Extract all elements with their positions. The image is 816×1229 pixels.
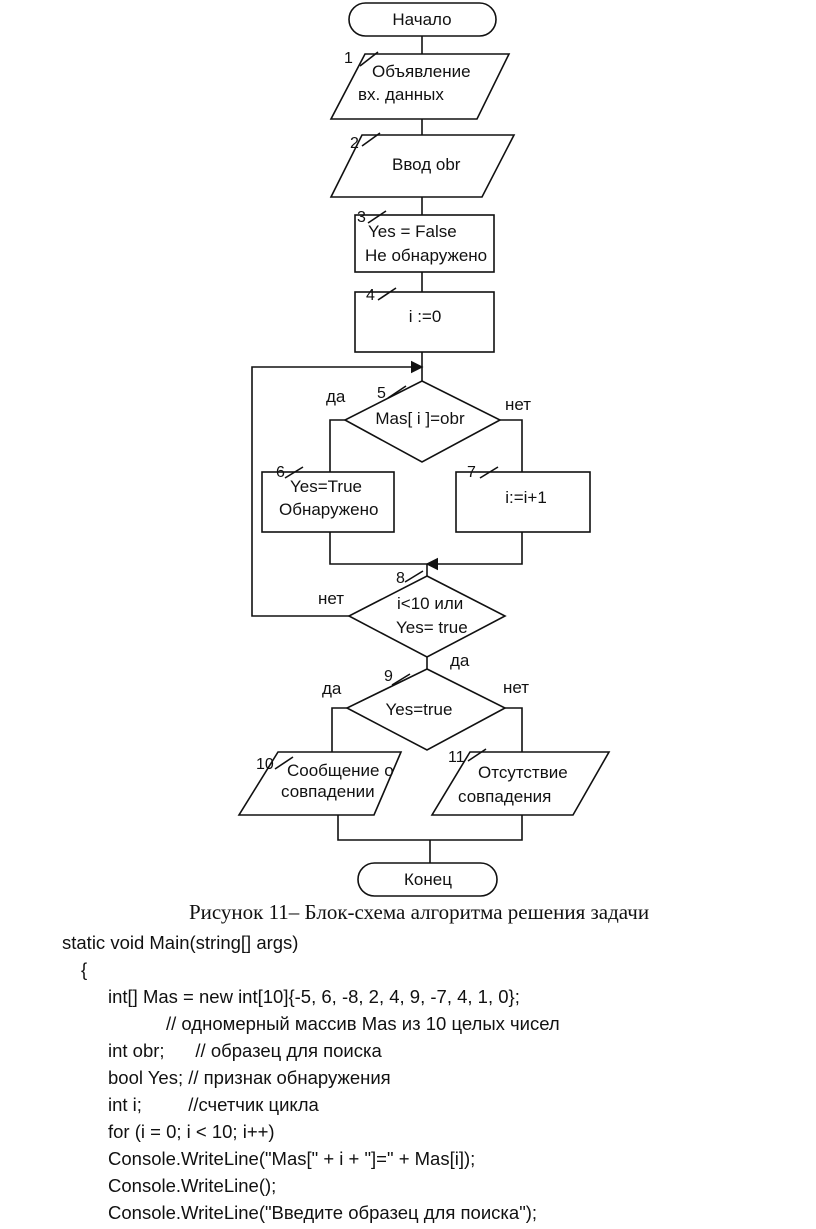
block-7-num: 7 xyxy=(467,464,476,481)
flowchart: Начало Конец 1 Объявление вх. данных 2 В… xyxy=(237,2,611,897)
block-2-line-1: Ввод obr xyxy=(392,155,461,174)
block-1-num: 1 xyxy=(344,50,353,67)
block-1-line-2: вх. данных xyxy=(358,85,444,104)
block-11-shape xyxy=(430,751,611,816)
block-1-line-1: Объявление xyxy=(372,62,471,81)
code-line: bool Yes; // признак обнаружения xyxy=(108,1067,391,1088)
block-9-shape xyxy=(345,668,507,751)
block-9-yes-label: да xyxy=(322,679,342,698)
code-line: int i; //счетчик цикла xyxy=(108,1094,319,1115)
block-7-line-1: i:=i+1 xyxy=(505,488,547,507)
block-8-line-1: i<10 или xyxy=(397,594,463,613)
block-5-num: 5 xyxy=(377,385,386,402)
block-7-shape xyxy=(455,471,591,533)
start-label: Начало xyxy=(392,10,451,29)
block-11-line-1: Отсутствие xyxy=(478,763,568,782)
code-line: Console.WriteLine(); xyxy=(108,1175,277,1196)
block-5-line-1: Mas[ i ]=obr xyxy=(375,409,465,428)
code-line: { xyxy=(81,959,88,980)
block-3-num: 3 xyxy=(357,209,366,226)
block-5-yes-label: да xyxy=(326,387,346,406)
block-8-num: 8 xyxy=(396,570,405,587)
block-9-line-1: Yes=true xyxy=(386,700,453,719)
block-10-shape xyxy=(237,751,403,816)
figure-caption: Рисунок 11– Блок-схема алгоритма решения… xyxy=(188,900,650,924)
block-11-line-2: совпадения xyxy=(458,787,551,806)
block-3-shape xyxy=(354,214,495,273)
block-8-shape xyxy=(347,575,507,658)
code-line: Console.WriteLine("Mas[" + i + "]=" + Ma… xyxy=(108,1148,476,1169)
code-line: // одномерный массив Mas из 10 целых чис… xyxy=(166,1013,560,1034)
block-10-num: 10 xyxy=(256,756,274,773)
block-5-no-label: нет xyxy=(505,395,531,414)
block-6-line-2: Обнаружено xyxy=(279,500,378,519)
code-line: Console.WriteLine("Введите образец для п… xyxy=(108,1202,538,1223)
code-line: int obr; // образец для поиска xyxy=(108,1040,382,1061)
block-11-num: 11 xyxy=(448,749,465,766)
block-5-shape xyxy=(343,380,502,463)
block-6-shape xyxy=(261,471,395,533)
block-6-line-1: Yes=True xyxy=(290,477,362,496)
block-9-no-label: нет xyxy=(503,678,529,697)
end-label: Конец xyxy=(404,870,452,889)
block-2-num: 2 xyxy=(350,135,359,152)
block-1-shape xyxy=(329,53,511,120)
block-8-no-label: нет xyxy=(318,589,344,608)
block-4-num: 4 xyxy=(366,287,375,304)
block-2-shape xyxy=(329,134,516,198)
block-3-line-2: Не обнаружено xyxy=(365,246,487,265)
code-line: int[] Mas = new int[10]{-5, 6, -8, 2, 4,… xyxy=(108,986,520,1007)
block-6-num: 6 xyxy=(276,464,285,481)
block-10-line-2: совпадении xyxy=(281,782,375,801)
block-4-line-1: i :=0 xyxy=(409,307,442,326)
end-terminator xyxy=(357,862,498,897)
block-3-line-1: Yes = False xyxy=(368,222,457,241)
block-10-line-1: Сообщение о xyxy=(287,761,394,780)
block-8-yes-label: да xyxy=(450,651,470,670)
code-line: for (i = 0; i < 10; i++) xyxy=(108,1121,275,1142)
code-line: static void Main(string[] args) xyxy=(62,932,299,953)
block-4-shape xyxy=(354,291,495,353)
block-8-line-2: Yes= true xyxy=(396,618,468,637)
block-9-num: 9 xyxy=(384,668,393,685)
